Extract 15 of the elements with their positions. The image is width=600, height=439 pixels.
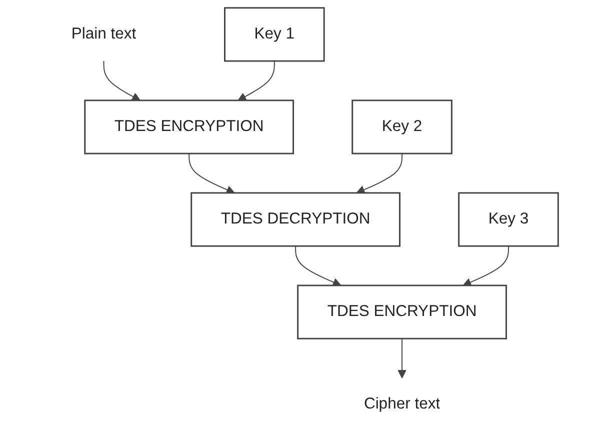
node-box: Key 3 bbox=[458, 192, 559, 247]
node-box: Key 2 bbox=[352, 100, 452, 154]
arrow bbox=[356, 153, 403, 194]
arrow bbox=[398, 338, 406, 378]
arrow bbox=[188, 153, 235, 194]
arrow bbox=[103, 60, 140, 101]
node-box: TDES ENCRYPTION bbox=[84, 100, 294, 154]
node-box: TDES ENCRYPTION bbox=[297, 284, 507, 340]
arrow bbox=[295, 246, 342, 286]
node-text: Cipher text bbox=[364, 396, 440, 412]
arrow bbox=[238, 60, 275, 101]
arrow bbox=[462, 246, 509, 286]
node-box: TDES DECRYPTION bbox=[190, 192, 400, 247]
node-text: Plain text bbox=[71, 26, 136, 42]
node-box: Key 1 bbox=[224, 7, 325, 62]
